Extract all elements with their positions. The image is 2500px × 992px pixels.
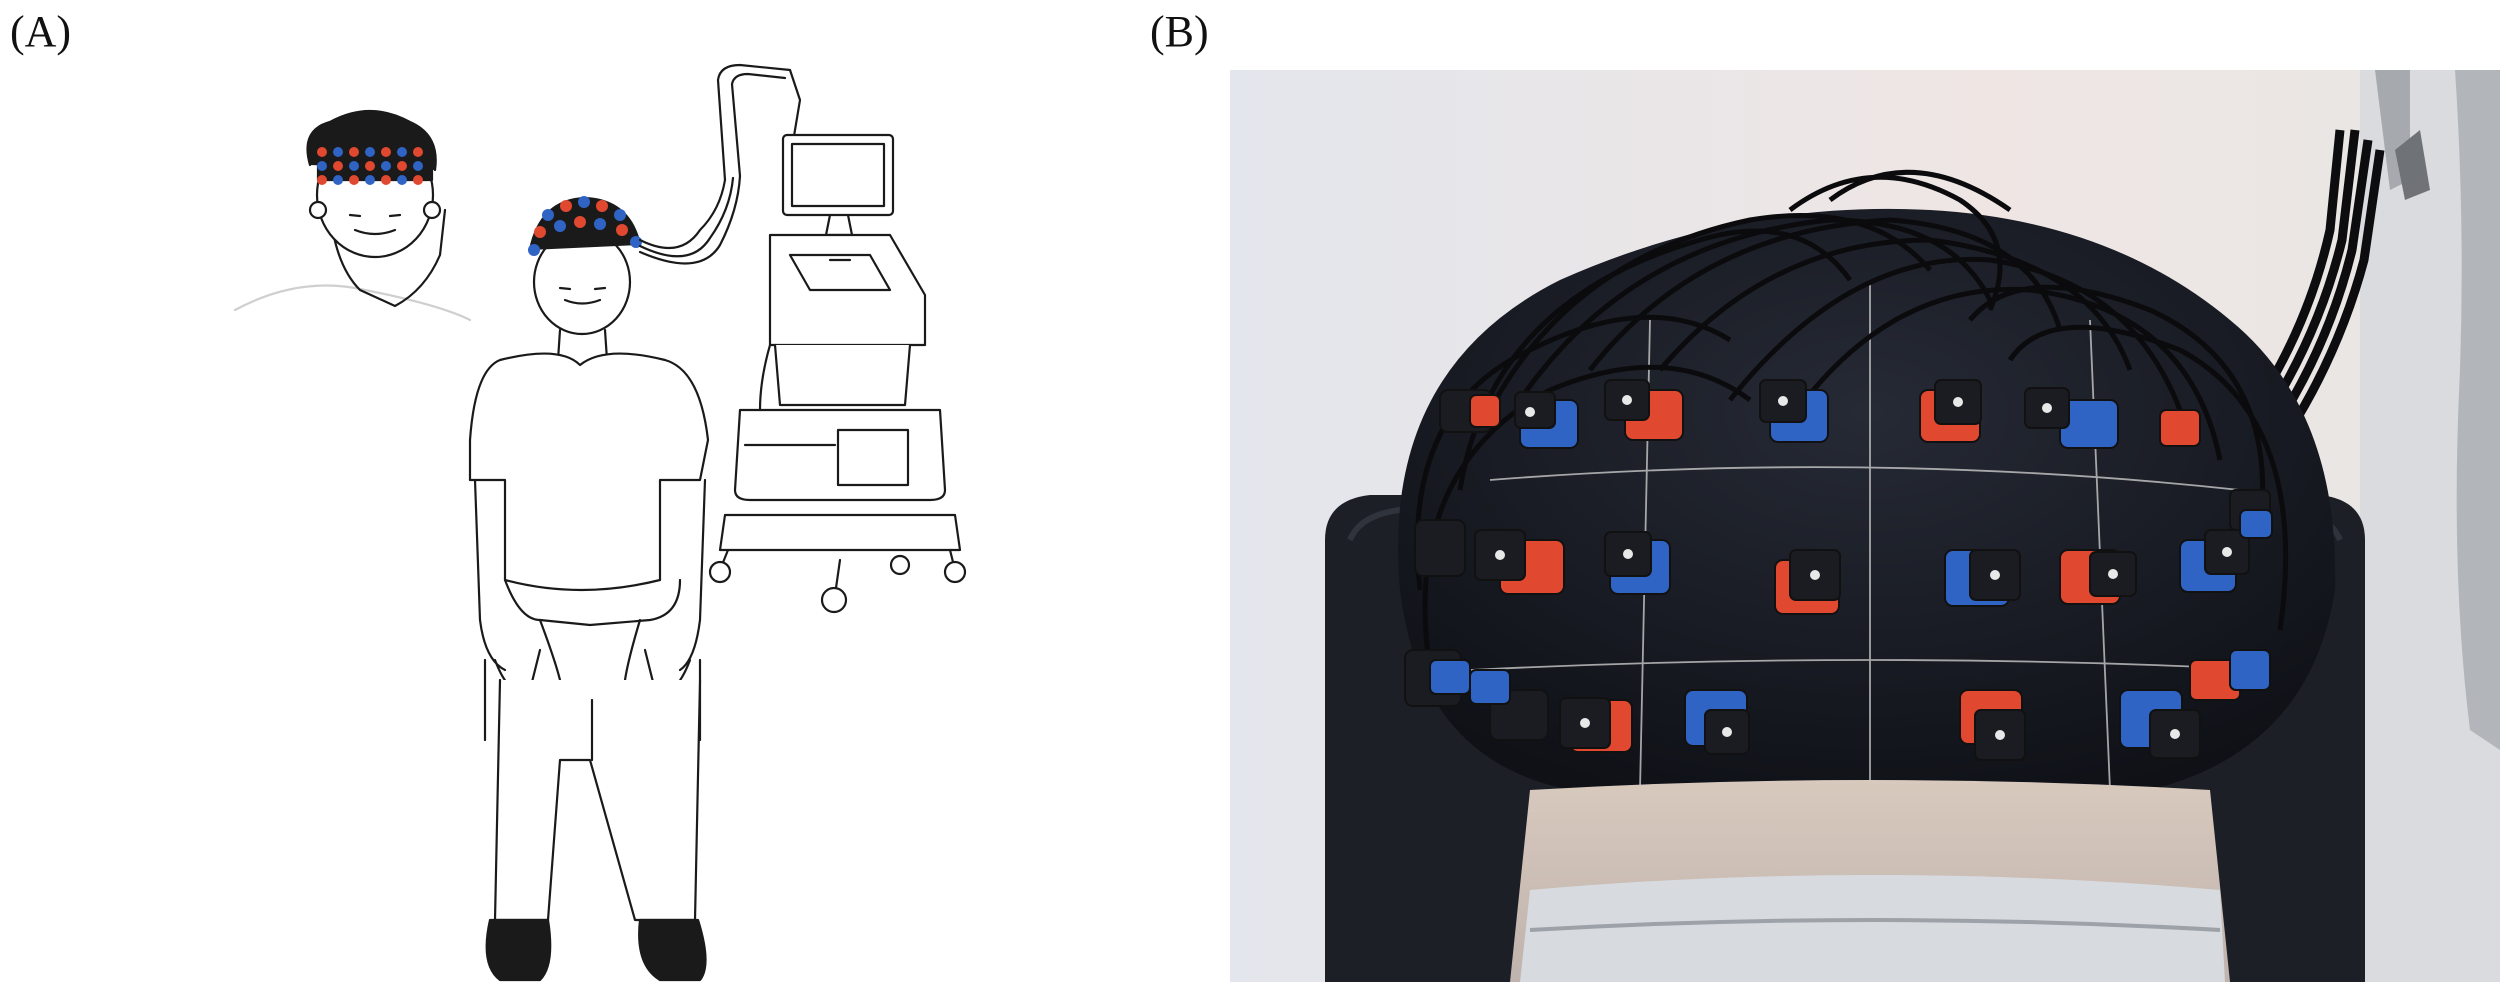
head-inset-optodes bbox=[317, 147, 423, 185]
optode-caps bbox=[1495, 395, 2232, 740]
subject-cap-optodes bbox=[528, 196, 642, 256]
illustration-svg bbox=[233, 63, 967, 982]
panel-b-label: (B) bbox=[1150, 7, 1209, 56]
panel-b-photo bbox=[1230, 70, 2500, 982]
optode-array bbox=[1404, 379, 2273, 761]
panel-a-illustration bbox=[0, 60, 1200, 992]
fnirs-device-icon bbox=[708, 133, 967, 614]
photo-svg bbox=[1230, 70, 2500, 982]
optode-cable-bundle bbox=[638, 63, 802, 265]
seated-subject-icon bbox=[468, 196, 710, 982]
cables-over-cap bbox=[1414, 169, 2289, 671]
panel-a-label: (A) bbox=[10, 7, 72, 56]
head-inset-icon bbox=[233, 109, 472, 322]
